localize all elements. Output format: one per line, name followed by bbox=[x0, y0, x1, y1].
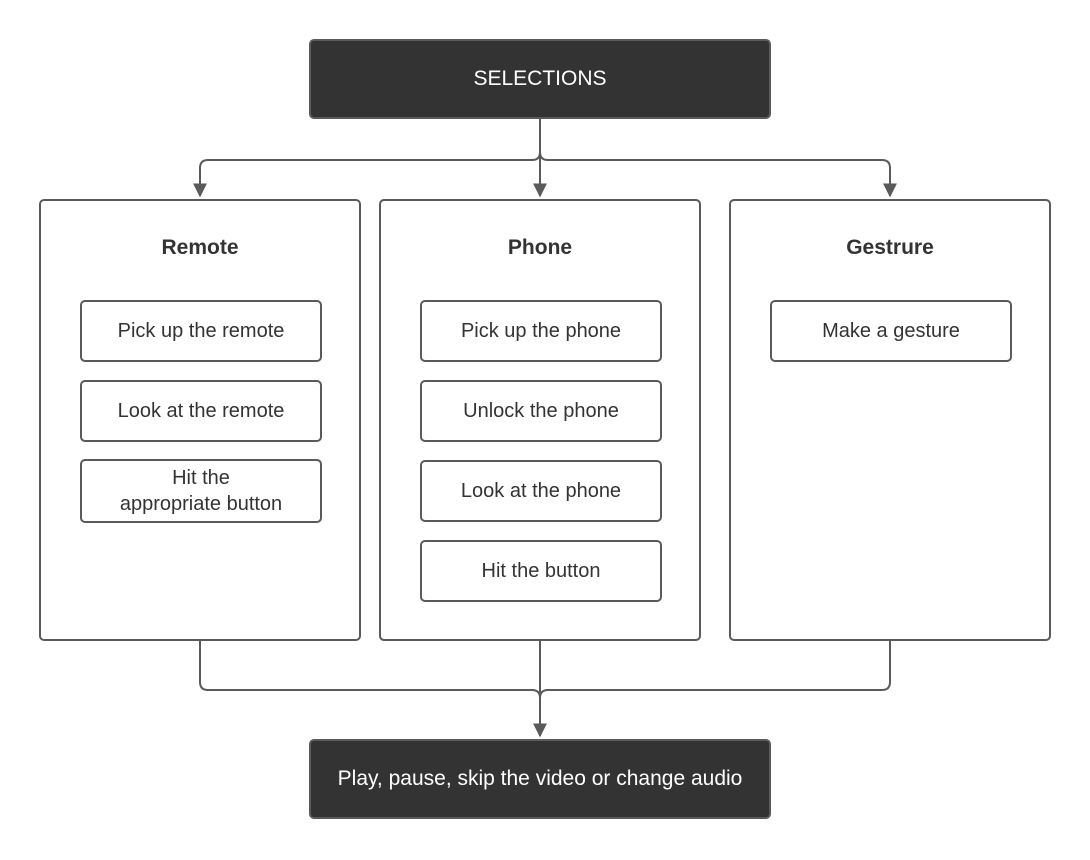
connector-remote-to-bottom bbox=[199, 641, 541, 699]
phone-step-pick-up: Pick up the phone bbox=[420, 300, 662, 362]
result-node: Play, pause, skip the video or change au… bbox=[309, 739, 771, 819]
remote-step-hit-button: Hit the appropriate button bbox=[80, 459, 322, 523]
phone-step-unlock: Unlock the phone bbox=[420, 380, 662, 442]
selections-label: SELECTIONS bbox=[473, 67, 607, 90]
phone-step-hit-button: Hit the button bbox=[420, 540, 662, 602]
connector-gesture-to-bottom bbox=[539, 641, 891, 699]
selections-node: SELECTIONS bbox=[309, 39, 771, 119]
phone-title: Phone bbox=[507, 236, 573, 259]
result-label: Play, pause, skip the video or change au… bbox=[337, 767, 743, 790]
gesture-column: Gestrure Make a gesture bbox=[729, 199, 1051, 641]
phone-step-look-at: Look at the phone bbox=[420, 460, 662, 522]
gesture-step-make-gesture: Make a gesture bbox=[770, 300, 1012, 362]
connector-top-to-gesture bbox=[539, 151, 897, 198]
gesture-title: Gestrure bbox=[846, 236, 934, 259]
remote-column: Remote Pick up the remote Look at the re… bbox=[39, 199, 361, 641]
remote-title: Remote bbox=[161, 236, 239, 259]
remote-step-look-at: Look at the remote bbox=[80, 380, 322, 442]
phone-column: Phone Pick up the phone Unlock the phone… bbox=[379, 199, 701, 641]
remote-step-pick-up: Pick up the remote bbox=[80, 300, 322, 362]
connector-top-to-remote bbox=[193, 119, 541, 198]
